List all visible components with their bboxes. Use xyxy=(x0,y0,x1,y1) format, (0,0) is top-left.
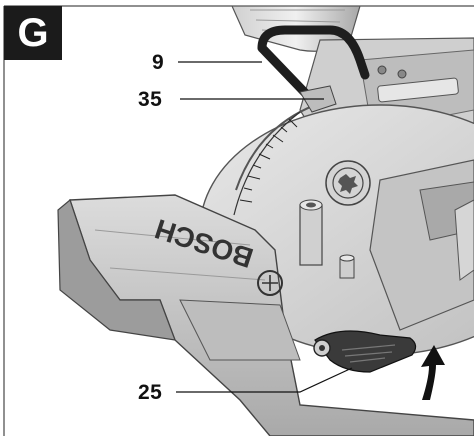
lever-icon xyxy=(313,330,417,373)
callout-label-9: 9 xyxy=(152,51,165,74)
guide-post xyxy=(299,204,323,266)
figure-letter-badge: G xyxy=(4,6,62,60)
saw-blade-icon xyxy=(325,160,371,206)
arrow-up-icon xyxy=(421,345,445,400)
callout-label-35: 35 xyxy=(138,88,163,111)
brand-logo-icon xyxy=(257,270,283,296)
callout-label-25: 25 xyxy=(138,381,163,404)
angle-scale xyxy=(233,111,301,216)
leader-line-25 xyxy=(176,367,353,393)
